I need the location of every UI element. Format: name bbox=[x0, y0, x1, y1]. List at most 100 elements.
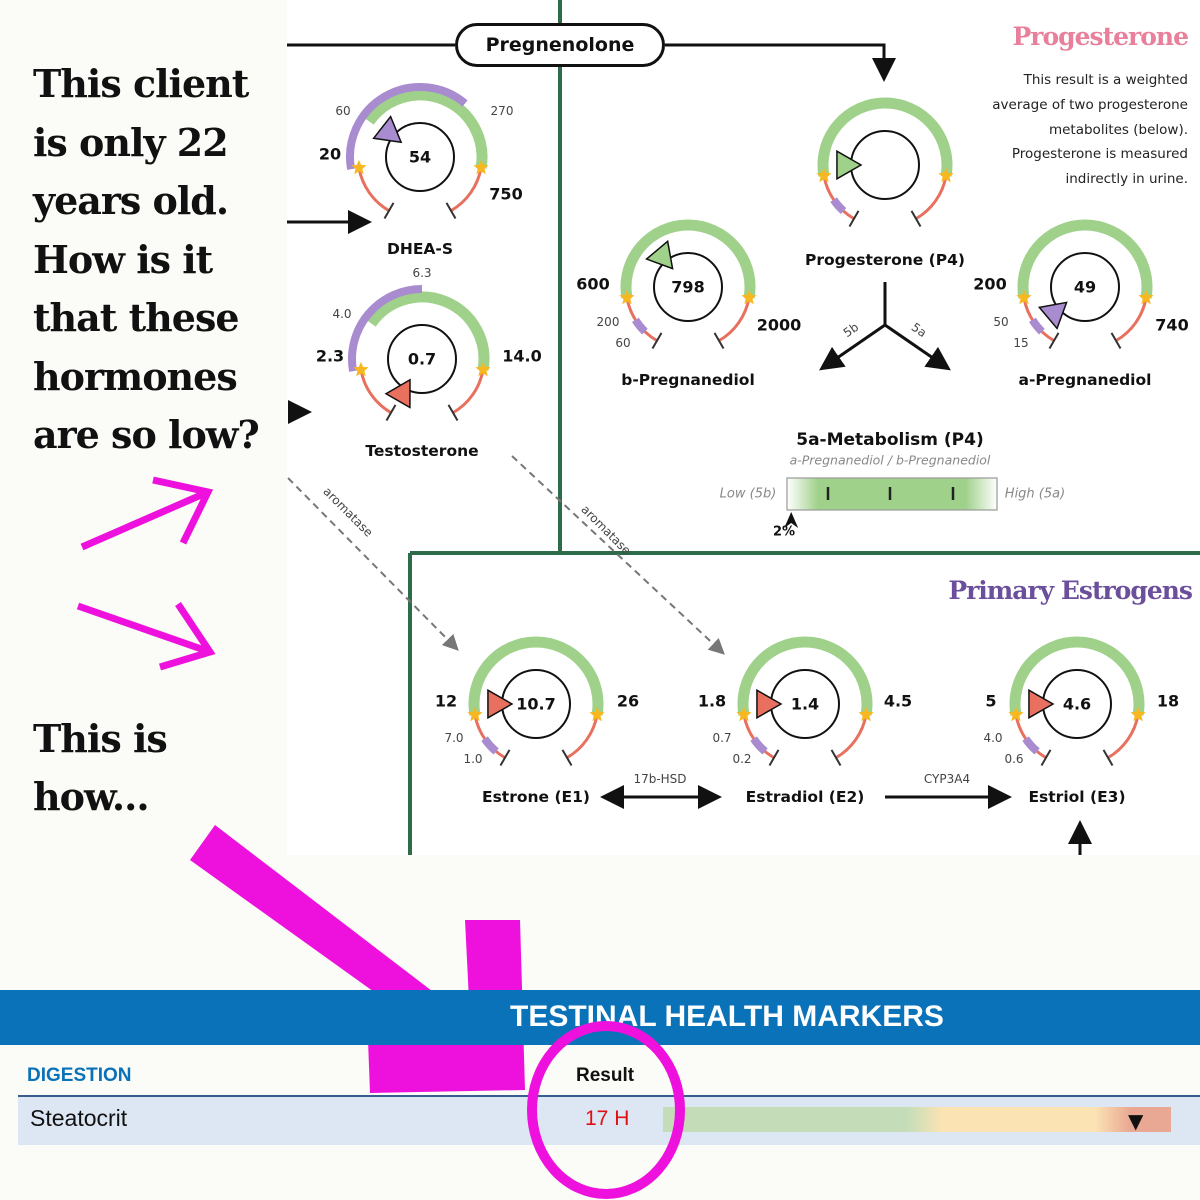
gauge-ref-low-label: 4.0 bbox=[332, 307, 352, 321]
metabolism-title: 5a-Metabolism (P4) bbox=[796, 430, 984, 450]
range-end-tick bbox=[768, 749, 780, 766]
value-circle bbox=[387, 324, 457, 394]
gauge-ref-low-label: 60 bbox=[335, 104, 351, 118]
range-end-tick bbox=[445, 202, 457, 219]
cyp3a4-label: CYP3A4 bbox=[923, 772, 971, 786]
range-end-tick bbox=[561, 749, 573, 766]
value-pointer bbox=[645, 239, 674, 270]
star-icon bbox=[741, 289, 757, 305]
optimal-range-arc bbox=[468, 636, 604, 716]
gauge-ref-low2-label: 0.2 bbox=[732, 752, 752, 766]
gauge-bpreg bbox=[619, 219, 757, 349]
annotation-line: how... bbox=[33, 774, 150, 819]
gauge-estrone bbox=[467, 636, 605, 766]
star-icon bbox=[1016, 289, 1032, 305]
category-label: DIGESTION bbox=[27, 1065, 132, 1086]
value-pointer bbox=[1037, 301, 1068, 330]
metabolism-high-label: High (5a) bbox=[1004, 486, 1066, 502]
range-end-tick bbox=[1110, 332, 1122, 349]
range-end-tick bbox=[910, 210, 922, 227]
gauge-ref-low-label: 0.7 bbox=[712, 731, 732, 745]
reference-range-arc bbox=[830, 197, 847, 215]
gauge-ref-low-label: 4.0 bbox=[983, 731, 1003, 745]
gauge-name-label: Estrone (E1) bbox=[481, 788, 591, 806]
star-icon bbox=[467, 706, 483, 722]
gauge-estradiol bbox=[736, 636, 874, 766]
star-icon bbox=[353, 361, 369, 377]
star-icon bbox=[816, 167, 832, 183]
gauge-name-label: Estriol (E3) bbox=[1028, 788, 1126, 806]
value-pointer bbox=[1028, 688, 1055, 720]
gauge-ref-high-label: 270 bbox=[490, 104, 514, 118]
annotation-line: that these bbox=[33, 295, 240, 340]
range-end-tick bbox=[848, 210, 860, 227]
description-line: metabolites (below). bbox=[1048, 121, 1188, 138]
gauge-testosterone bbox=[348, 285, 491, 421]
reference-range-arc bbox=[346, 83, 468, 170]
gauge-high-label: 4.5 bbox=[883, 691, 913, 711]
range-end-tick bbox=[1040, 749, 1052, 766]
metabolism-ticks bbox=[826, 487, 955, 500]
gauge-high-label: 2000 bbox=[756, 315, 802, 335]
high-range-arc bbox=[1107, 714, 1140, 759]
description-line: indirectly in urine. bbox=[1065, 171, 1188, 188]
range-end-tick bbox=[713, 332, 725, 349]
gauge-low-label: 20 bbox=[318, 144, 342, 164]
gauge-ref-low2-label: 0.6 bbox=[1004, 752, 1024, 766]
annotation-line: This client bbox=[33, 61, 249, 106]
pointer-arrow-up bbox=[80, 476, 214, 551]
metabolism-subtitle: a-Pregnanediol / b-Pregnanediol bbox=[789, 452, 991, 468]
range-end-tick bbox=[1048, 332, 1060, 349]
range-end-tick bbox=[830, 749, 842, 766]
section-title: TESTINAL HEALTH MARKERS bbox=[510, 1000, 944, 1033]
gauge-low-label: 600 bbox=[576, 274, 610, 294]
value-pointer bbox=[756, 688, 783, 720]
5a-arrow bbox=[884, 323, 951, 371]
range-end-tick bbox=[499, 749, 511, 766]
star-icon bbox=[475, 361, 491, 377]
optimal-range-arc bbox=[620, 219, 756, 299]
estrogens-section-title: Primary Estrogens bbox=[948, 576, 1193, 605]
optimal-range-arc bbox=[1009, 636, 1145, 716]
gauge-low-label: 12 bbox=[434, 691, 458, 711]
gauge-name-label: b-Pregnanediol bbox=[621, 371, 755, 389]
star-icon bbox=[589, 706, 605, 722]
value-circle bbox=[1050, 252, 1120, 322]
high-range-arc bbox=[1115, 297, 1148, 342]
range-end-tick bbox=[1102, 749, 1114, 766]
answer-annotation: This is how... bbox=[33, 710, 168, 826]
range-end-tick bbox=[385, 404, 397, 421]
pregnenolone-node: Pregnenolone bbox=[455, 23, 665, 67]
gauge-low-label: 5 bbox=[985, 691, 997, 711]
gauge-high-label: 18 bbox=[1156, 691, 1180, 711]
gauge-ref-low-label: 50 bbox=[993, 315, 1009, 329]
description-line: average of two progesterone bbox=[992, 96, 1188, 113]
reference-range-arc bbox=[1022, 736, 1040, 755]
gauge-value: 4.6 bbox=[1062, 694, 1092, 714]
metabolism-pointer bbox=[784, 512, 799, 528]
gauge-apreg bbox=[1016, 219, 1154, 349]
gauge-low-label: 1.8 bbox=[697, 691, 727, 711]
metabolism-bar bbox=[786, 477, 998, 511]
value-pointer bbox=[372, 115, 403, 144]
description-line: This result is a weighted bbox=[1023, 72, 1188, 88]
value-pointer bbox=[384, 378, 411, 409]
star-icon bbox=[858, 706, 874, 722]
annotation-line: How is it bbox=[33, 236, 213, 282]
value-circle bbox=[385, 122, 455, 192]
gauge-ref-low-label: 200 bbox=[596, 315, 620, 329]
annotation-line: This is bbox=[33, 716, 168, 761]
aromatase-arrow bbox=[287, 477, 459, 651]
annotation-line: years old. bbox=[33, 178, 229, 223]
low-range-arc bbox=[359, 369, 392, 414]
question-annotation: This client is only 22 years old. How is… bbox=[33, 55, 260, 465]
high-range-arc bbox=[452, 369, 485, 414]
star-icon bbox=[619, 289, 635, 305]
gauge-value: 1.4 bbox=[790, 694, 820, 714]
gauge-name-label: Testosterone bbox=[365, 442, 479, 460]
gauge-ref-low2-label: 60 bbox=[615, 336, 631, 350]
annotation-line: hormones bbox=[33, 353, 238, 399]
range-end-tick bbox=[651, 332, 663, 349]
high-range-arc bbox=[915, 175, 948, 220]
17b-hsd-label: 17b-HSD bbox=[633, 772, 687, 786]
